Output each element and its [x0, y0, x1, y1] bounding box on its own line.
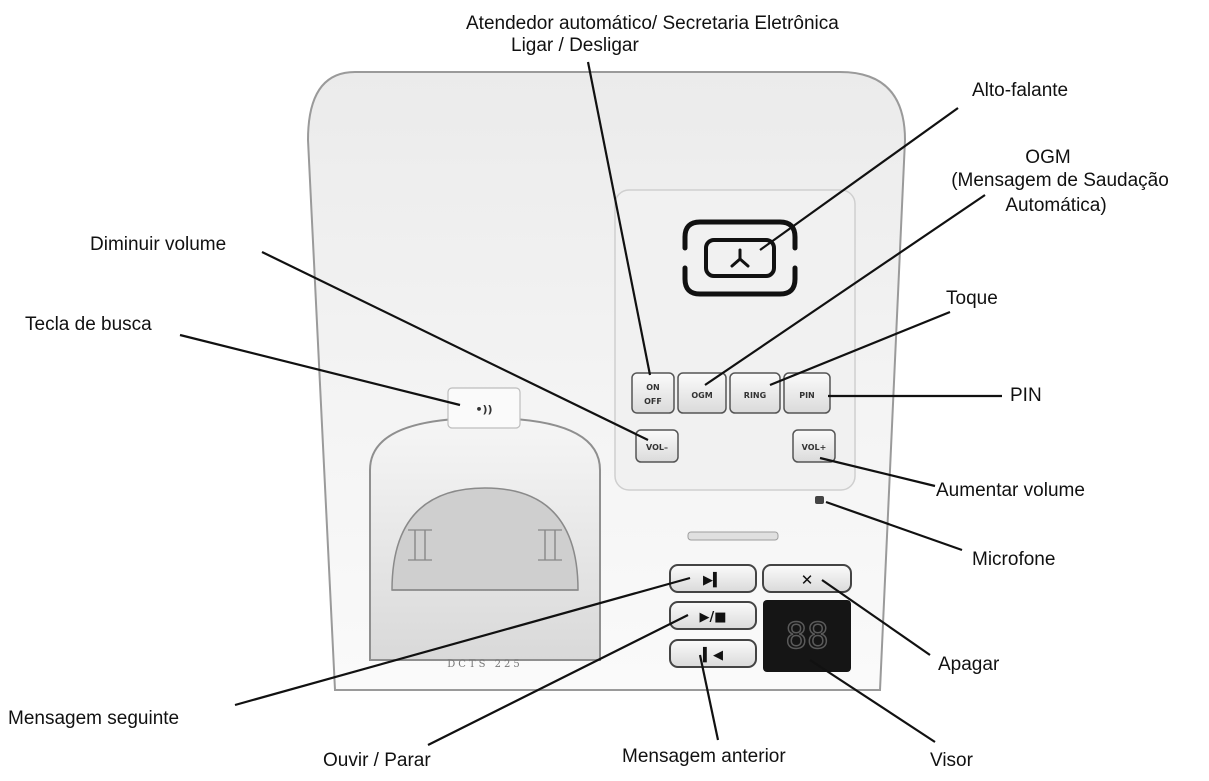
label-ogm-2: (Mensagem de Saudação: [951, 170, 1169, 191]
play-stop-button-symbol: ▶/■: [699, 610, 726, 625]
label-ring: Toque: [946, 288, 998, 309]
key-row: ON OFF OGM RING PIN: [631, 372, 831, 414]
leader-display: [809, 659, 936, 743]
vol-minus-button[interactable]: [635, 429, 679, 463]
microphone-hole: [815, 496, 824, 504]
ogm-button-label: OGM: [691, 391, 712, 400]
page-button[interactable]: [447, 387, 521, 429]
label-page-key: Tecla de busca: [25, 314, 152, 335]
leader-speaker: [759, 107, 959, 251]
vol-plus-button[interactable]: [792, 429, 836, 463]
pin-button[interactable]: [783, 372, 831, 414]
label-volume-up: Aumentar volume: [936, 480, 1085, 501]
label-previous-message: Mensagem anterior: [622, 746, 786, 767]
leader-ring: [769, 310, 951, 387]
previous-message-button[interactable]: [669, 639, 757, 668]
pin-button-label: PIN: [799, 391, 815, 400]
leader-microphone: [825, 500, 963, 552]
control-panel: [614, 189, 856, 491]
leader-previous-message: [698, 654, 720, 741]
label-pin: PIN: [1010, 385, 1042, 406]
on-off-button-label-1: ON: [646, 383, 660, 392]
next-message-button-symbol: ▶▍: [703, 571, 723, 588]
led-display: [763, 600, 851, 672]
label-microphone: Microfone: [972, 549, 1055, 570]
delete-button-symbol: ✕: [801, 571, 814, 589]
leader-play-stop: [427, 614, 689, 746]
callout-labels: Atendedor automático/ Secretaria Eletrôn…: [8, 13, 1169, 771]
on-off-button[interactable]: [631, 372, 675, 414]
leader-lines: [179, 61, 1002, 746]
label-speaker: Alto-falante: [972, 80, 1068, 101]
label-play-stop: Ouvir / Parar: [323, 750, 431, 771]
leader-ogm: [704, 194, 986, 386]
leader-next-message: [234, 576, 691, 707]
page-button-symbol: •)): [475, 403, 492, 416]
next-message-button[interactable]: [669, 564, 757, 593]
label-answering-machine-2: Ligar / Desligar: [511, 35, 639, 56]
label-ogm-3: Automática): [1005, 195, 1106, 216]
leader-volume-up: [819, 456, 936, 488]
label-delete: Apagar: [938, 654, 1000, 675]
handset-cradle: [369, 416, 601, 661]
label-volume-down: Diminuir volume: [90, 234, 226, 255]
brand-strip: [687, 531, 779, 541]
ogm-button[interactable]: [677, 372, 727, 414]
leader-answering-machine: [586, 61, 652, 376]
led-display-digits: 88: [785, 616, 828, 657]
ring-button[interactable]: [729, 372, 781, 414]
leader-volume-down: [261, 251, 649, 441]
play-stop-button[interactable]: [669, 601, 757, 630]
vol-minus-button-label: VOL–: [646, 443, 668, 452]
label-display: Visor: [930, 750, 974, 771]
leader-delete: [821, 579, 931, 656]
model-text: DCTS 225: [447, 659, 522, 670]
vol-plus-button-label: VOL+: [802, 443, 827, 452]
speaker-grille: [682, 219, 798, 297]
label-ogm-1: OGM: [1025, 147, 1070, 168]
label-next-message: Mensagem seguinte: [8, 708, 179, 729]
on-off-button-label-2: OFF: [644, 397, 662, 406]
previous-message-button-symbol: ▍◀: [702, 646, 723, 663]
ring-button-label: RING: [744, 391, 766, 400]
label-answering-machine-1: Atendedor automático/ Secretaria Eletrôn…: [466, 13, 839, 34]
leader-page-key: [179, 333, 461, 407]
